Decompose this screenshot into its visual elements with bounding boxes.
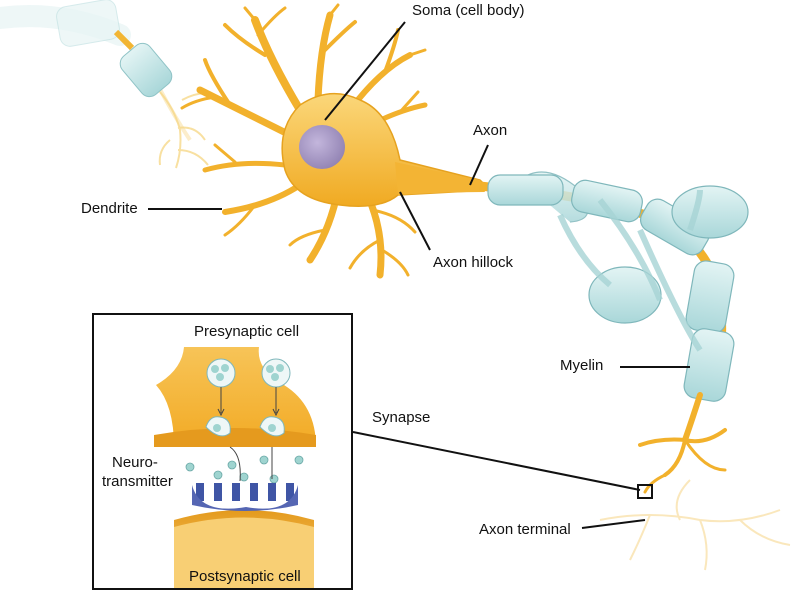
label-dendrite: Dendrite <box>81 200 138 217</box>
synapse-marker <box>637 484 653 499</box>
synapse-inset-drawing <box>154 347 316 588</box>
receptors <box>192 483 298 511</box>
label-axon-hillock: Axon hillock <box>433 254 514 271</box>
label-presynaptic: Presynaptic cell <box>194 323 300 340</box>
nucleus <box>299 125 345 169</box>
upstream-myelin <box>56 0 173 98</box>
vesicles <box>205 358 291 437</box>
label-transmitter: transmitter <box>102 473 173 490</box>
leader-lines <box>148 21 690 529</box>
dendrites <box>180 3 428 279</box>
label-postsynaptic: Postsynaptic cell <box>189 568 301 585</box>
axon-terminals <box>638 392 727 494</box>
neurotransmitter-molecules <box>185 455 304 484</box>
downstream-dendrites <box>599 479 791 571</box>
label-soma: Soma (cell body) <box>412 2 525 19</box>
myelin-sheaths <box>487 171 749 402</box>
label-neuro: Neuro- <box>112 454 158 471</box>
label-myelin: Myelin <box>560 357 604 374</box>
upstream-terminal <box>158 91 216 169</box>
synapse-inset: Presynaptic cell Neuro- transmitter Post… <box>92 313 353 590</box>
label-axon-terminal: Axon terminal <box>479 521 571 538</box>
label-synapse: Synapse <box>372 409 431 426</box>
label-axon: Axon <box>473 122 508 139</box>
axon-hillock-shape <box>395 162 485 195</box>
